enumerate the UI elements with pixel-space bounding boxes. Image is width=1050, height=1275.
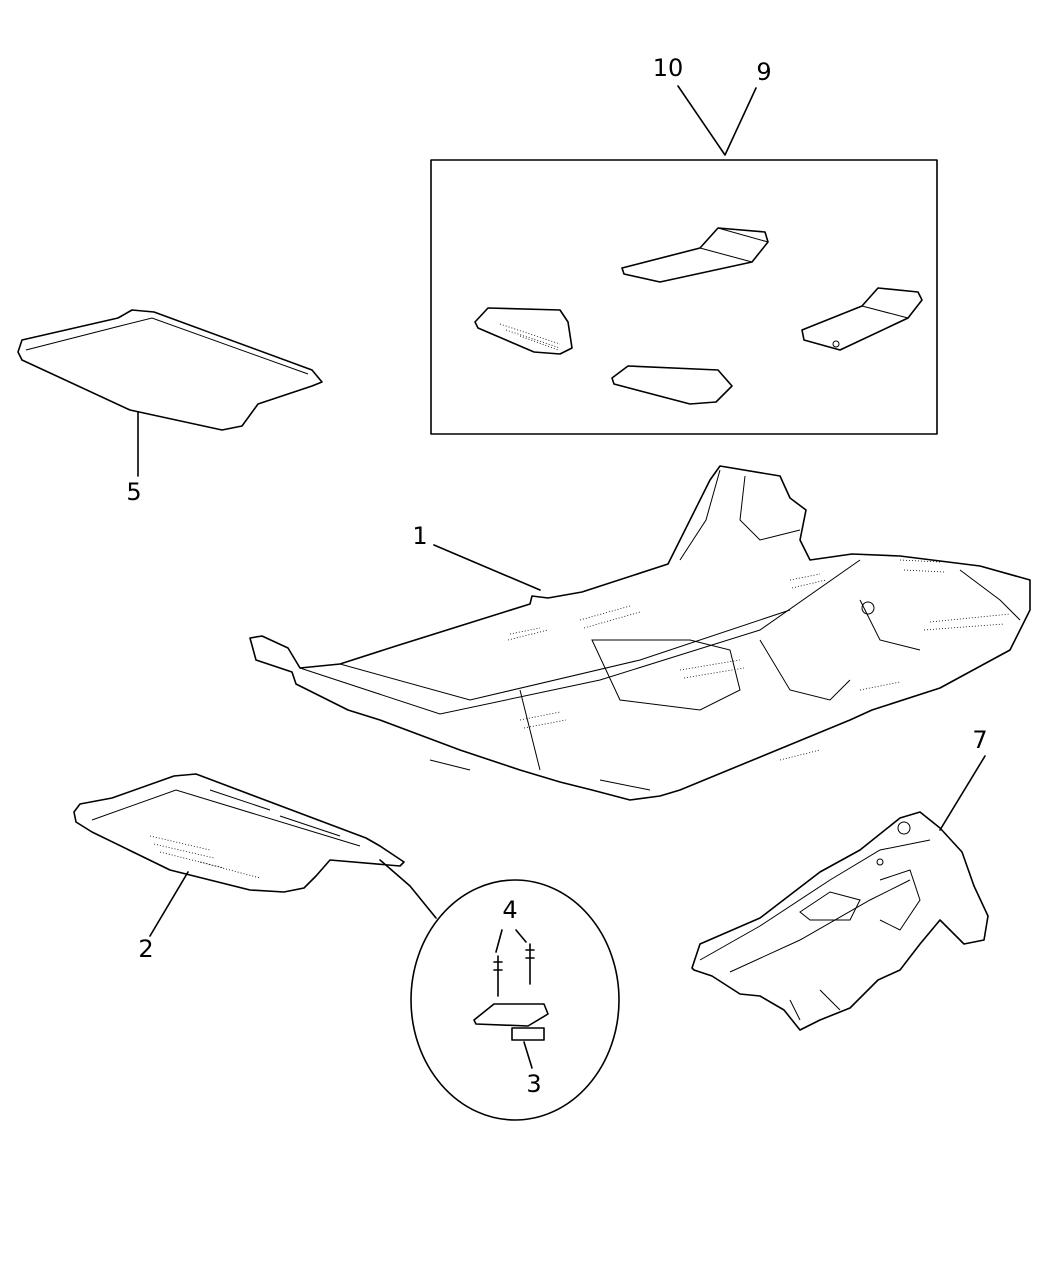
retainer-clip <box>473 1003 549 1027</box>
rear-floor-shape <box>73 773 405 893</box>
detail-circle <box>410 879 620 1121</box>
leader-7 <box>939 755 986 831</box>
callout-5: 5 <box>126 478 141 506</box>
detail-leader <box>379 859 437 919</box>
tunnel-carpet-shape <box>691 811 989 1031</box>
carpet-outline <box>249 465 1031 801</box>
leader-3 <box>523 1041 533 1069</box>
tunnel-carpet: 7 <box>691 726 989 1031</box>
fastener-detail: 4 3 <box>410 879 620 1121</box>
callout-2: 2 <box>138 935 153 963</box>
callout-7: 7 <box>972 726 987 754</box>
rear-mat-right <box>611 365 733 405</box>
floor-mat-set: 10 9 <box>430 54 938 435</box>
rear-floor-panel: 2 <box>73 773 437 963</box>
callout-1: 1 <box>412 522 427 550</box>
callout-10: 10 <box>653 54 684 82</box>
rear-mat-left <box>474 307 573 355</box>
leader-2 <box>149 871 189 937</box>
leader-1 <box>433 544 541 591</box>
cargo-mat: 5 <box>17 309 323 506</box>
cargo-mat-shape <box>17 309 323 431</box>
push-pin-left <box>493 955 503 997</box>
main-carpet: 1 <box>249 465 1031 801</box>
mat-set-leaders <box>677 85 757 156</box>
mat-set-frame <box>430 159 938 435</box>
push-pin-right <box>525 943 535 985</box>
callout-4: 4 <box>502 896 517 924</box>
callout-3: 3 <box>526 1070 541 1098</box>
leader-4 <box>495 929 527 953</box>
callout-9: 9 <box>756 58 771 86</box>
front-mat-passenger <box>801 287 923 351</box>
